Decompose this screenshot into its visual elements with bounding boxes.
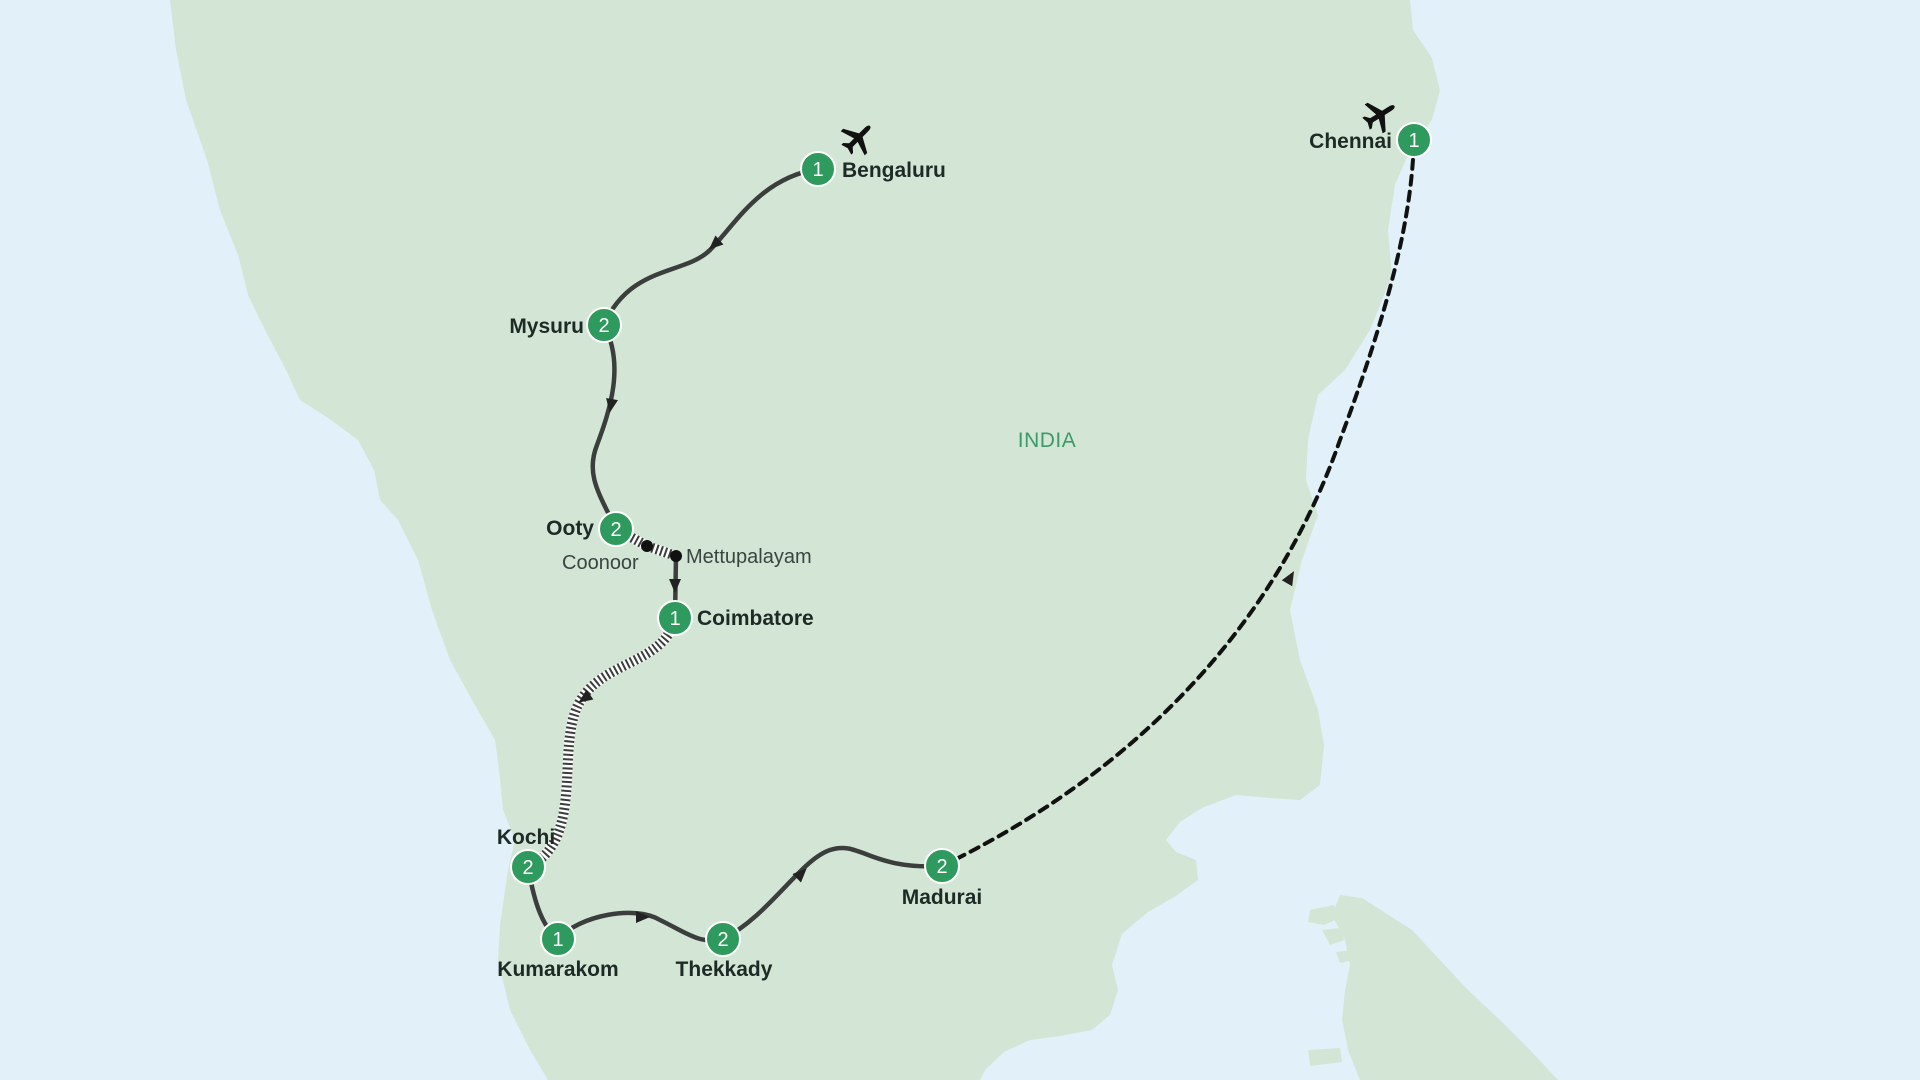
stop-nights: 1	[1408, 130, 1419, 152]
stop-chennai: 1 Chennai	[1309, 122, 1432, 158]
stop-thekkady: 2 Thekkady	[676, 921, 773, 981]
stop-nights: 1	[812, 159, 823, 181]
stop-badge	[510, 849, 546, 885]
stop-label: Chennai	[1309, 130, 1392, 153]
land-island	[1308, 905, 1340, 925]
stop-madurai: 2 Madurai	[902, 848, 983, 909]
route-direction-arrow	[1281, 571, 1294, 587]
waypoint-label-mettupalayam: Mettupalayam	[686, 546, 812, 568]
stop-label: Coimbatore	[697, 607, 814, 630]
waypoint-dot-coonoor	[641, 540, 653, 552]
land-island	[1336, 950, 1354, 963]
stop-label: Ooty	[546, 517, 594, 540]
stop-nights: 2	[598, 315, 609, 337]
stop-badge	[657, 600, 693, 636]
route-direction-arrow	[669, 579, 681, 593]
stop-kumarakom: 1 Kumarakom	[497, 921, 619, 981]
stop-badge	[924, 848, 960, 884]
route-rail-coimbatore-kochi	[525, 616, 680, 872]
stop-badge	[800, 151, 836, 187]
stop-label: Bengaluru	[842, 159, 946, 182]
stop-badge	[598, 511, 634, 547]
stop-nights: 2	[717, 929, 728, 951]
waypoint-label-coonoor: Coonoor	[562, 552, 639, 574]
route-direction-arrow	[709, 235, 724, 250]
route-road-kumarakom-thekkady	[555, 910, 726, 943]
stop-ooty: 2 Ooty	[546, 511, 634, 547]
route-rail-ooty-mettupalayam	[613, 524, 678, 561]
stop-label: Thekkady	[676, 958, 773, 981]
stop-nights: 2	[936, 856, 947, 878]
stop-coimbatore: 1 Coimbatore	[657, 600, 814, 636]
waypoint-dot-mettupalayam	[670, 550, 682, 562]
stop-badge	[586, 307, 622, 343]
stop-badge	[1396, 122, 1432, 158]
stop-label: Madurai	[902, 886, 983, 909]
land-island	[1322, 928, 1344, 945]
stop-nights: 1	[669, 608, 680, 630]
country-label: INDIA	[1018, 429, 1077, 452]
route-road-mysuru-ooty	[590, 322, 619, 532]
route-lines	[525, 138, 1416, 943]
stop-kochi: 2 Kochi	[497, 826, 555, 885]
route-road-bengaluru-mysuru	[601, 166, 821, 328]
stop-nights: 2	[610, 519, 621, 541]
route-direction-arrow	[636, 911, 650, 923]
stop-nights: 1	[552, 929, 563, 951]
route-road-thekkady-madurai	[720, 845, 945, 942]
stop-badge	[540, 921, 576, 957]
stop-label: Kumarakom	[497, 958, 618, 981]
stop-label: Kochi	[497, 826, 555, 849]
stop-label: Mysuru	[509, 315, 584, 338]
stop-nights: 2	[522, 857, 533, 879]
stop-bengaluru: 1 Bengaluru	[800, 151, 946, 187]
route-direction-arrow	[606, 398, 618, 413]
land-mainland	[170, 0, 1440, 1080]
route-direction-arrow	[792, 868, 807, 883]
stop-mysuru: 2 Mysuru	[509, 307, 622, 343]
route-direction-arrow	[578, 689, 594, 703]
stop-badge	[705, 921, 741, 957]
land-island	[1308, 1048, 1342, 1066]
route-flight-madurai-chennai	[940, 138, 1416, 868]
land-sri-lanka	[1332, 895, 1558, 1080]
